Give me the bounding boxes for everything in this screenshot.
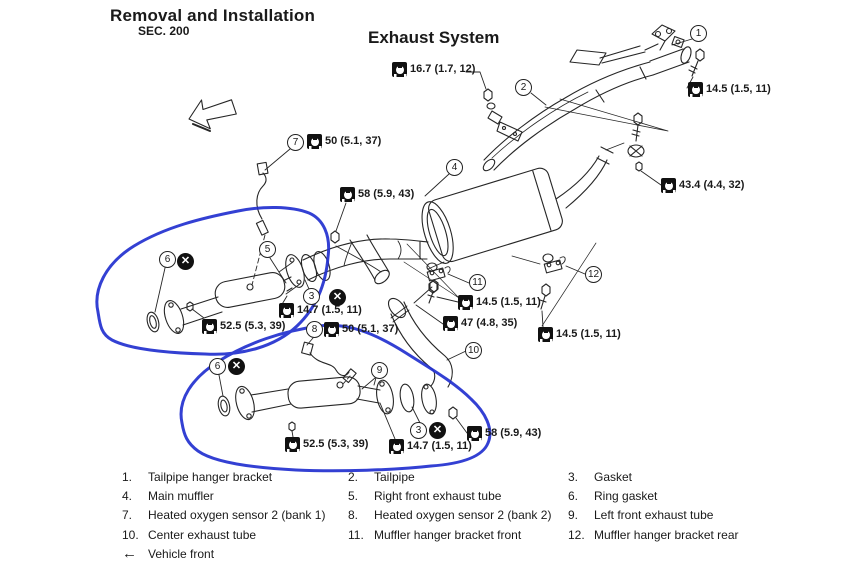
legend-item: 3.Gasket — [568, 470, 633, 484]
torque-wrench-icon — [307, 134, 322, 149]
torque-spec-label: 16.7 (1.7, 12) — [392, 62, 475, 78]
part-callout-3b: 3 — [410, 422, 427, 439]
torque-spec-label: 47 (4.8, 35) — [443, 316, 517, 332]
part-callout-6b: 6 — [209, 358, 226, 375]
parts-legend: 1.Tailpipe hanger bracket 2.Tailpipe 3.G… — [122, 470, 832, 566]
torque-wrench-icon — [467, 426, 482, 441]
torque-wrench-icon — [279, 303, 294, 318]
legend-item: 9.Left front exhaust tube — [568, 508, 714, 523]
legend-item: 1.Tailpipe hanger bracket — [122, 470, 273, 484]
torque-spec-label: 52.5 (5.3, 39) — [202, 319, 285, 335]
part-callout-6: 6 — [159, 251, 176, 268]
non-reusable-part-icon: ✕ — [429, 422, 446, 439]
part-callout-2: 2 — [515, 79, 532, 96]
non-reusable-part-icon: ✕ — [329, 289, 346, 306]
page-title: Removal and Installation — [110, 6, 316, 25]
torque-spec-label: 58 (5.9, 43) — [467, 426, 541, 442]
torque-wrench-icon — [538, 327, 553, 342]
torque-wrench-icon — [389, 439, 404, 454]
legend-item: 2.Tailpipe — [348, 470, 415, 484]
part-callout-8: 8 — [306, 321, 323, 338]
part-callout-4: 4 — [446, 159, 463, 176]
non-reusable-part-icon: ✕ — [177, 253, 194, 270]
legend-item: 6.Ring gasket — [568, 489, 658, 504]
vehicle-front-arrow — [188, 99, 237, 130]
torque-wrench-icon — [688, 82, 703, 97]
part-callout-10: 10 — [465, 342, 482, 359]
part-callout-7: 7 — [287, 134, 304, 151]
highlight-loop-left-front-tube — [179, 323, 492, 473]
part-callout-9: 9 — [371, 362, 388, 379]
highlight-loop-right-front-tube — [95, 205, 331, 356]
part-callout-1: 1 — [690, 25, 707, 42]
legend-item: 4.Main muffler — [122, 489, 214, 504]
torque-wrench-icon — [340, 187, 355, 202]
part-callout-12: 12 — [585, 266, 602, 283]
torque-spec-label: 14.5 (1.5, 11) — [458, 295, 541, 311]
non-reusable-part-icon: ✕ — [228, 358, 245, 375]
torque-spec-label: 14.7 (1.5, 11) — [389, 439, 472, 455]
legend-item: 10.Center exhaust tube — [122, 527, 257, 542]
legend-item: 11.Muffler hanger bracket front — [348, 527, 522, 542]
torque-spec-label: 14.5 (1.5, 11) — [538, 327, 621, 343]
legend-item: 7.Heated oxygen sensor 2 (bank 1) — [122, 508, 326, 523]
torque-wrench-icon — [443, 316, 458, 331]
torque-spec-label: 52.5 (5.3, 39) — [285, 437, 368, 453]
part-callout-11: 11 — [469, 274, 486, 291]
legend-vehicle-front: ←Vehicle front — [122, 544, 215, 562]
diagram-title: Exhaust System — [368, 28, 500, 47]
torque-wrench-icon — [458, 295, 473, 310]
torque-wrench-icon — [285, 437, 300, 452]
torque-spec-label: 58 (5.9, 43) — [340, 187, 414, 203]
section-number: SEC. 200 — [138, 24, 190, 38]
part-callout-3: 3 — [303, 288, 320, 305]
torque-spec-label: 50 (5.1, 37) — [324, 322, 398, 338]
torque-spec-label: 14.7 (1.5, 11) — [279, 303, 362, 319]
legend-item: 8.Heated oxygen sensor 2 (bank 2) — [348, 508, 552, 523]
torque-wrench-icon — [392, 62, 407, 77]
torque-wrench-icon — [324, 322, 339, 337]
vehicle-front-arrow-glyph: ← — [122, 544, 137, 562]
part-callout-5: 5 — [259, 241, 276, 258]
torque-spec-label: 43.4 (4.4, 32) — [661, 178, 744, 194]
torque-wrench-icon — [661, 178, 676, 193]
torque-spec-label: 14.5 (1.5, 11) — [688, 82, 771, 98]
legend-item: 5.Right front exhaust tube — [348, 489, 502, 504]
torque-spec-label: 50 (5.1, 37) — [307, 134, 381, 150]
torque-wrench-icon — [202, 319, 217, 334]
legend-item: 12.Muffler hanger bracket rear — [568, 527, 739, 542]
